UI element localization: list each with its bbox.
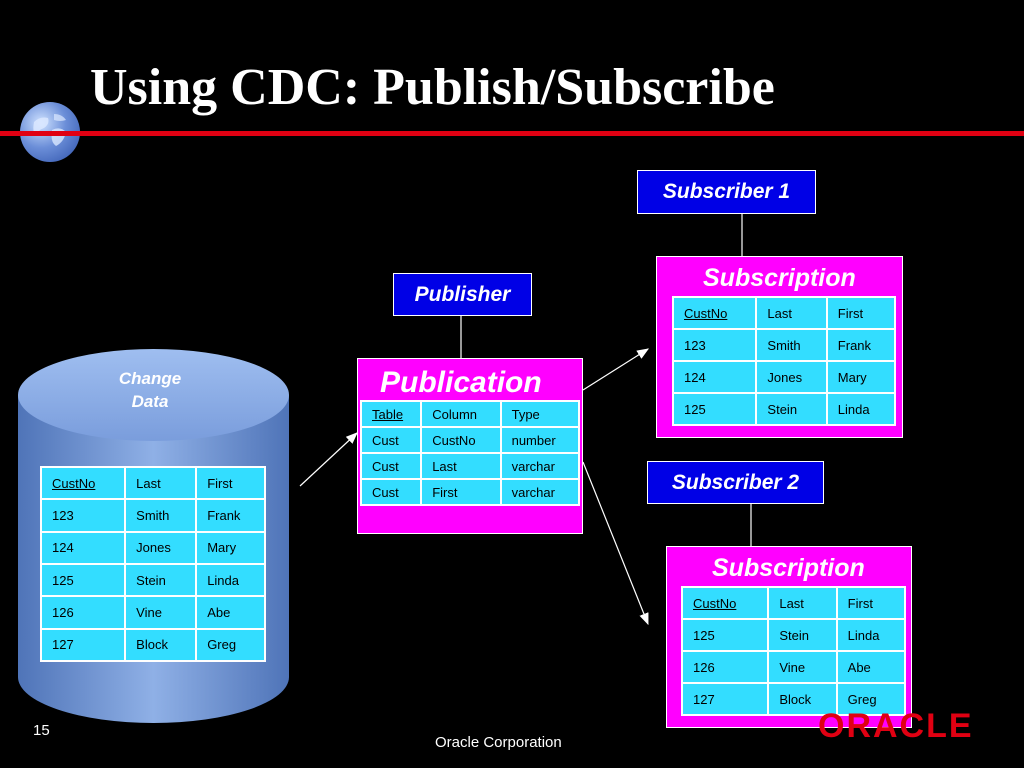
table-row: Cust First varchar [359,478,581,506]
table-row: Table Column Type [359,400,581,428]
table-cell: Stein [124,562,198,598]
table-cell: 127 [680,682,770,716]
table-row: 127 Block Greg [39,627,266,663]
table-cell: 124 [39,530,127,565]
table-cell: Vine [124,595,198,630]
table-cell: Cust [359,478,423,506]
subscription2-title: Subscription [712,554,865,582]
table-cell: Mary [825,360,897,394]
table-cell: 125 [39,562,127,598]
table-cell: Greg [195,627,266,663]
table-row: 125 Stein Linda [671,392,897,426]
table-cell: Cust [359,452,423,480]
table-cell: Abe [835,650,907,684]
table-cell: Column [420,400,502,428]
table-row: 123 Smith Frank [39,498,266,533]
slide-number: 15 [33,722,50,739]
table-cell: CustNo [671,296,758,330]
table-row: 123 Smith Frank [671,328,897,362]
table-cell: Last [755,296,828,330]
table-row: 126 Vine Abe [39,595,266,630]
publication-to-subscription1-arrow [582,348,650,391]
table-cell: varchar [499,452,581,480]
table-row: 125 Stein Linda [680,618,907,652]
table-row: CustNo Last First [39,465,266,501]
table-cell: First [420,478,502,506]
subscription1-table: CustNo Last First 123 Smith Frank 124 Jo… [671,296,897,426]
table-cell: Stein [755,392,828,426]
table-cell: Block [124,627,198,663]
table-cell: CustNo [680,586,770,620]
table-cell: Frank [195,498,266,533]
table-cell: Last [767,586,838,620]
footer-company: Oracle Corporation [435,734,562,751]
title-divider [0,131,1024,136]
table-cell: 127 [39,627,127,663]
publisher-box: Publisher [393,273,532,316]
table-cell: Linda [195,562,266,598]
table-cell: Last [420,452,502,480]
table-row: CustNo Last First [671,296,897,330]
table-cell: 125 [671,392,758,426]
table-row: Cust CustNo number [359,426,581,454]
table-cell: Type [499,400,581,428]
table-cell: Frank [825,328,897,362]
subscription2-table: CustNo Last First 125 Stein Linda 126 Vi… [680,586,907,716]
table-cell: Smith [124,498,198,533]
table-cell: CustNo [39,465,127,501]
table-cell: First [835,586,907,620]
table-cell: 125 [680,618,770,652]
table-cell: Last [124,465,198,501]
subscription1-title: Subscription [703,264,856,292]
table-cell: Abe [195,595,266,630]
table-row: Cust Last varchar [359,452,581,480]
table-cell: Linda [825,392,897,426]
publication-to-subscription2-arrow [582,461,649,626]
subscriber1-box: Subscriber 1 [637,170,816,214]
oracle-logo: ORACLE [818,707,974,745]
table-cell: First [195,465,266,501]
table-cell: Smith [755,328,828,362]
table-cell: Linda [835,618,907,652]
publication-title: Publication [380,366,542,399]
table-row: 127 Block Greg [680,682,907,716]
change-to-publication-arrow [299,432,358,487]
table-cell: Block [767,682,838,716]
table-cell: varchar [499,478,581,506]
table-cell: Greg [835,682,907,716]
table-row: 126 Vine Abe [680,650,907,684]
table-cell: Jones [755,360,828,394]
table-cell: Cust [359,426,423,454]
table-cell: CustNo [420,426,502,454]
table-cell: First [825,296,897,330]
table-cell: 126 [39,595,127,630]
table-cell: Stein [767,618,838,652]
slide-title: Using CDC: Publish/Subscribe [90,59,775,116]
table-cell: Mary [195,530,266,565]
publication-table: Table Column Type Cust CustNo number Cus… [359,400,581,506]
change-data-table: CustNo Last First 123 Smith Frank 124 Jo… [39,465,266,663]
table-cell: number [499,426,581,454]
table-cell: Jones [124,530,198,565]
change-data-label: Change Data [118,369,182,411]
table-row: 124 Jones Mary [39,530,266,565]
table-row: 124 Jones Mary [671,360,897,394]
subscriber2-box: Subscriber 2 [647,461,824,504]
table-cell: 123 [671,328,758,362]
table-cell: 126 [680,650,770,684]
table-cell: Vine [767,650,838,684]
table-cell: 123 [39,498,127,533]
table-row: 125 Stein Linda [39,562,266,598]
table-cell: 124 [671,360,758,394]
table-row: CustNo Last First [680,586,907,620]
table-cell: Table [359,400,423,428]
